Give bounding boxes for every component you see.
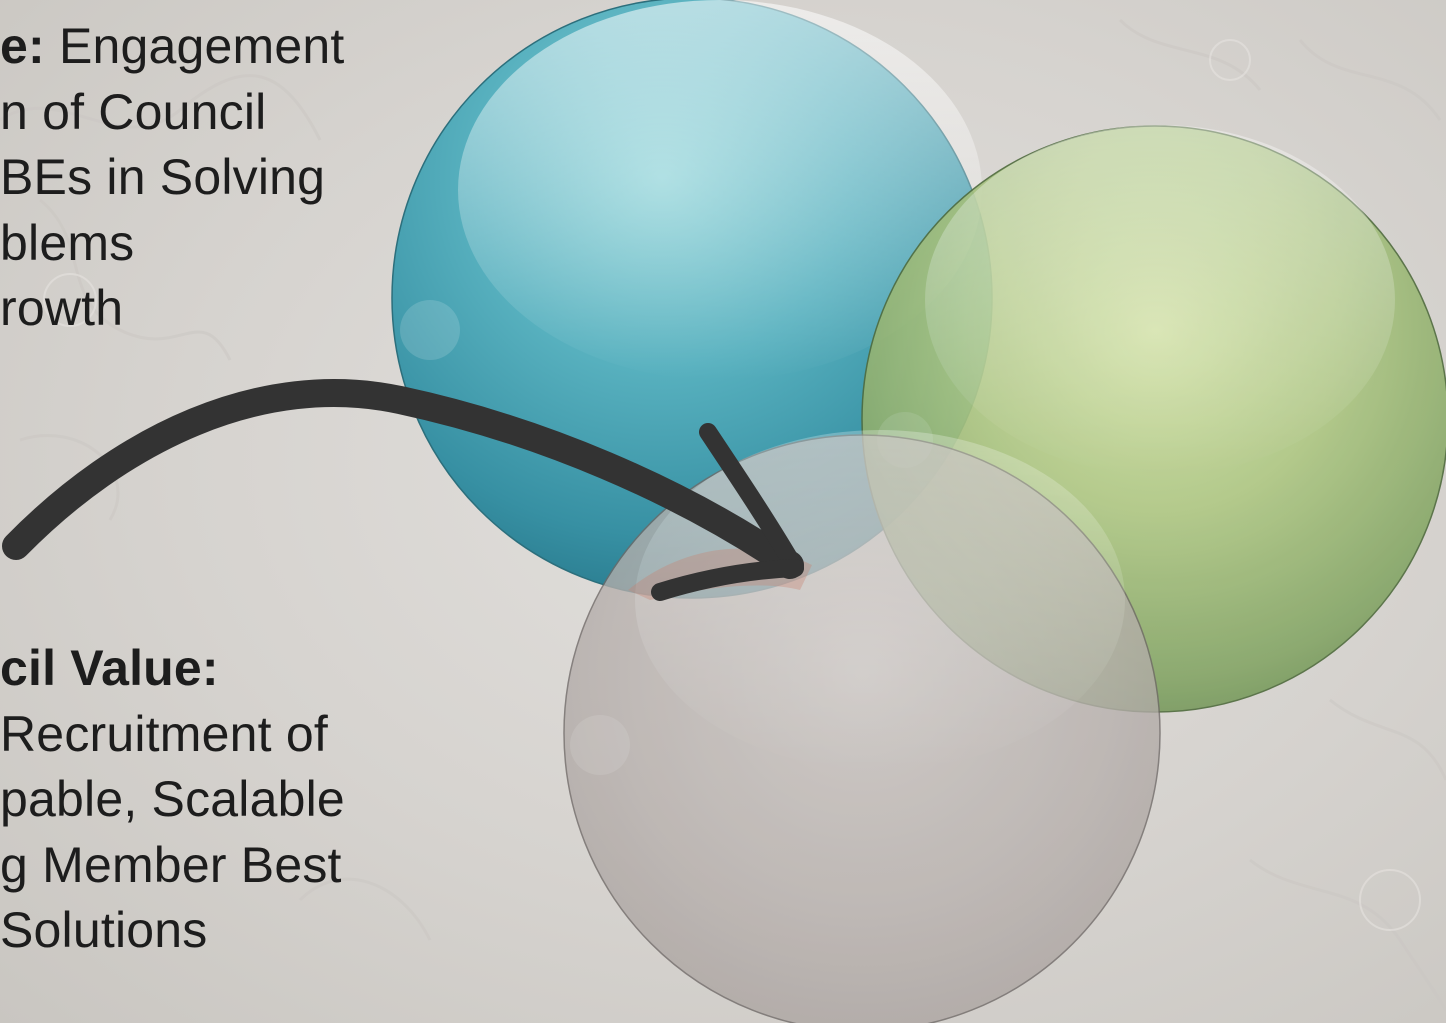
bottom-line-2: pable, Scalable bbox=[0, 771, 345, 827]
bottom-line-4: Solutions bbox=[0, 902, 208, 958]
top-heading-line: e: Engagement bbox=[0, 14, 345, 80]
bottom-line-3: g Member Best bbox=[0, 836, 342, 893]
top-heading-rest: Engagement bbox=[44, 18, 345, 74]
curved-arrow-icon bbox=[2, 379, 804, 601]
bottom-heading: cil Value: bbox=[0, 640, 219, 696]
top-text-block: e: Engagement n of Council BEs in Solvin… bbox=[0, 14, 345, 342]
bottom-text-block: cil Value: Recruitment of pable, Scalabl… bbox=[0, 636, 345, 964]
top-heading: e: bbox=[0, 18, 45, 74]
bottom-line-1: Recruitment of bbox=[0, 705, 328, 762]
top-line-4: rowth bbox=[0, 280, 124, 336]
top-line-3: blems bbox=[0, 214, 135, 271]
top-line-2: BEs in Solving bbox=[0, 149, 326, 205]
top-line-1: n of Council bbox=[0, 83, 267, 140]
